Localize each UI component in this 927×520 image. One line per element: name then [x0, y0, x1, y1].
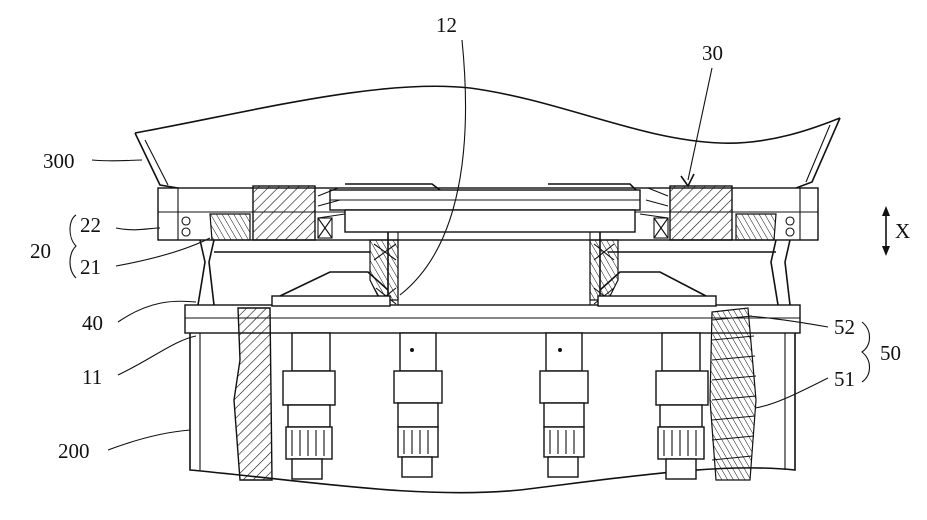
- drive-motor-1: [283, 333, 335, 479]
- gear-rack-51-52: [710, 308, 756, 480]
- label-50: 50: [880, 341, 901, 365]
- direction-arrow-x: [882, 206, 890, 256]
- upper-body-300: [135, 86, 840, 205]
- drive-motor-4: [656, 333, 708, 479]
- label-20: 20: [30, 239, 51, 263]
- label-12: 12: [436, 13, 457, 37]
- connecting-struts: [198, 240, 790, 305]
- rack-left: [234, 308, 272, 480]
- label-11: 11: [82, 365, 102, 389]
- label-300: 300: [43, 149, 75, 173]
- label-30: 30: [702, 41, 723, 65]
- base-housing-200: [190, 333, 795, 493]
- middle-plate-40: [185, 272, 800, 333]
- top-plate: [330, 184, 640, 232]
- drive-motor-3: [540, 333, 588, 477]
- label-40: 40: [82, 311, 103, 335]
- drive-motor-2: [394, 333, 442, 477]
- label-200: 200: [58, 439, 90, 463]
- label-52: 52: [834, 315, 855, 339]
- label-x: X: [895, 219, 910, 243]
- label-22: 22: [80, 213, 101, 237]
- label-21: 21: [80, 255, 101, 279]
- label-51: 51: [834, 367, 855, 391]
